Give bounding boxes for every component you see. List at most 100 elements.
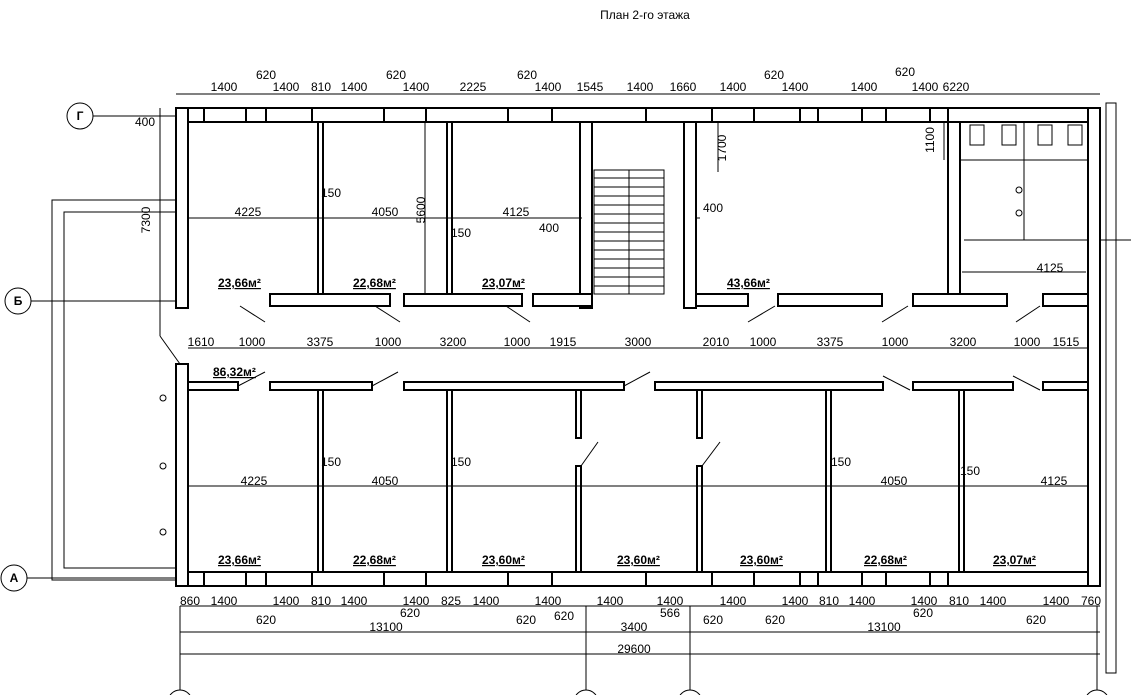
dimension-label: 5600 <box>414 196 428 223</box>
dimension-label: 620 <box>386 68 406 82</box>
dimension-label: 620 <box>256 613 276 627</box>
dimension-label: 1400 <box>1043 594 1070 608</box>
dimension-label: 620 <box>516 613 536 627</box>
dimension-label: 620 <box>1026 613 1046 627</box>
room-area-label: 43,66м² <box>727 276 770 290</box>
plan-title: План 2-го этажа <box>600 8 690 22</box>
dimension-label: 3000 <box>625 335 652 349</box>
dimension-label: 4050 <box>372 205 399 219</box>
dimension-label: 29600 <box>617 642 651 656</box>
room-area-label: 23,07м² <box>482 276 525 290</box>
window <box>817 571 863 587</box>
room-area-label: 86,32м² <box>213 365 256 379</box>
window <box>947 107 1089 123</box>
dimension-label: 1000 <box>750 335 777 349</box>
window <box>885 107 931 123</box>
toilet-icon <box>1001 124 1017 146</box>
dimension-label: 4225 <box>241 474 268 488</box>
dimension-label: 1610 <box>188 335 215 349</box>
dimension-label: 1400 <box>911 594 938 608</box>
window <box>645 107 713 123</box>
dimension-label: 1400 <box>657 594 684 608</box>
dimension-label: 150 <box>321 186 341 200</box>
toilet-block <box>959 121 1089 241</box>
dimension-label: 3400 <box>621 620 648 634</box>
window <box>265 571 313 587</box>
dimension-label: 1400 <box>473 594 500 608</box>
dimension-label: 1000 <box>239 335 266 349</box>
dimension-label: 4050 <box>372 474 399 488</box>
axis-label: Б <box>14 294 23 308</box>
dimension-label: 1700 <box>715 134 729 161</box>
window <box>885 571 931 587</box>
right-rail <box>1100 102 1131 674</box>
dimension-label: 620 <box>400 606 420 620</box>
toilet-icon <box>969 124 985 146</box>
dimension-label: 3200 <box>950 335 977 349</box>
dimension-label: 1400 <box>720 80 747 94</box>
dimension-label: 620 <box>764 68 784 82</box>
dimension-label: 1400 <box>851 80 878 94</box>
window <box>383 571 427 587</box>
room-area-label: 23,60м² <box>482 553 525 567</box>
dimension-label: 825 <box>441 594 461 608</box>
dimension-label: 2225 <box>460 80 487 94</box>
window <box>753 107 801 123</box>
room-area-label: 23,66м² <box>218 276 261 290</box>
dimension-label: 1400 <box>211 80 238 94</box>
window <box>203 107 247 123</box>
dimension-label: 620 <box>913 606 933 620</box>
dimension-label: 6220 <box>943 80 970 94</box>
dimension-label: 1400 <box>720 594 747 608</box>
dimension-label: 4125 <box>1041 474 1068 488</box>
dimension-label: 13100 <box>867 620 901 634</box>
dimension-label: 1400 <box>273 80 300 94</box>
dimension-label: 566 <box>660 606 680 620</box>
room-area-label: 23,07м² <box>993 553 1036 567</box>
dimension-label: 150 <box>960 464 980 478</box>
dimension-label: 1100 <box>923 127 937 153</box>
dimension-label: 400 <box>135 115 155 129</box>
window <box>645 571 713 587</box>
dimension-label: 860 <box>180 594 200 608</box>
dimension-label: 3375 <box>817 335 844 349</box>
dimension-label: 4125 <box>503 205 530 219</box>
dimension-label: 1400 <box>782 80 809 94</box>
window <box>383 107 427 123</box>
axis-marker-b: Б <box>4 287 176 315</box>
dimension-label: 620 <box>256 68 276 82</box>
dimension-label: 1660 <box>670 80 697 94</box>
dimension-label: 1400 <box>912 80 939 94</box>
axis-label: А <box>10 571 19 585</box>
window <box>203 571 247 587</box>
dimension-label: 4125 <box>1037 261 1064 275</box>
dimension-label: 4050 <box>881 474 908 488</box>
dimension-label: 1400 <box>849 594 876 608</box>
dimension-label: 810 <box>311 594 331 608</box>
dimension-label: 760 <box>1081 594 1101 608</box>
dimension-label: 1545 <box>577 80 604 94</box>
dimension-label: 150 <box>451 226 471 240</box>
dimension-label: 400 <box>539 221 559 235</box>
dimension-label: 620 <box>765 613 785 627</box>
dimension-label: 4225 <box>235 205 262 219</box>
dimension-label: 620 <box>895 65 915 79</box>
dimension-label: 620 <box>517 68 537 82</box>
dimension-label: 3375 <box>307 335 334 349</box>
dimension-label: 620 <box>703 613 723 627</box>
dimension-label: 1400 <box>535 80 562 94</box>
dimension-label: 1400 <box>782 594 809 608</box>
dimension-label: 1400 <box>211 594 238 608</box>
dimension-label: 1000 <box>504 335 531 349</box>
window <box>753 571 801 587</box>
dimension-label: 13100 <box>369 620 403 634</box>
window <box>507 571 553 587</box>
dimension-label: 3200 <box>440 335 467 349</box>
window <box>265 107 313 123</box>
dimension-label: 1400 <box>403 80 430 94</box>
dimension-label: 810 <box>311 80 331 94</box>
room-area-label: 22,68м² <box>864 553 907 567</box>
dimension-label: 150 <box>451 455 471 469</box>
dimension-label: 620 <box>554 609 574 623</box>
